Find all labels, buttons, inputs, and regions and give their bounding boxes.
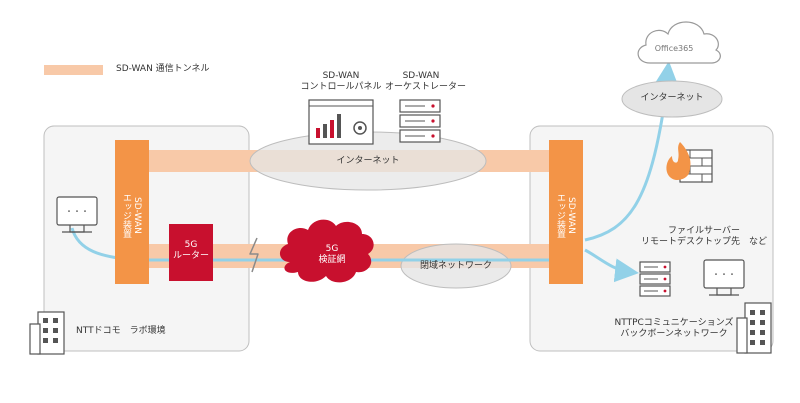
orchestrator-label: SD-WAN オーケストレーター [385, 71, 467, 92]
legend-swatch [44, 65, 103, 75]
cloud-icon [637, 21, 721, 64]
pc-icon-left: ・・・ [56, 196, 98, 233]
dashboard-icon [308, 99, 374, 145]
left-edge-label: SD-WAN エッジ装置 [121, 192, 142, 238]
right-edge-device [549, 140, 583, 284]
controller-panel-label: SD-WAN コントロールパネル [300, 71, 382, 92]
firewall-icon [666, 142, 713, 183]
left-edge-device [115, 140, 149, 284]
office365-label: Office365 [654, 44, 694, 53]
lightning-icon [249, 237, 259, 273]
left-site-name: NTTドコモ ラボ環境 [76, 326, 166, 336]
internet-ellipse-top [621, 80, 723, 118]
internet-label-mid: インターネット [336, 156, 400, 166]
servers-label: ファイルサーバー リモートデスクトップ先 など [640, 226, 767, 247]
svg-text:・・・: ・・・ [712, 270, 736, 279]
server-icon-orchestrator [399, 99, 441, 143]
building-icon-left [29, 311, 65, 355]
legend-label: SD-WAN 通信トンネル [116, 64, 210, 74]
closed-network-ellipse [400, 243, 512, 289]
verification-net-label: 5G 検証網 [318, 244, 346, 265]
closed-network-label: 閉域ネットワーク [419, 261, 492, 271]
right-site-name: NTTPCコミュニケーションズ バックボーンネットワーク [614, 318, 734, 339]
building-icon-right [736, 302, 772, 354]
svg-text:・・・: ・・・ [65, 207, 89, 216]
router-label: 5G ルーター [172, 240, 209, 261]
router-icon [169, 224, 213, 281]
internet-label-top: インターネット [640, 93, 704, 103]
right-edge-label: SD-WAN エッジ装置 [555, 192, 576, 238]
flow-line-servers [584, 248, 639, 283]
monitor-icon: ・・・ [703, 259, 745, 296]
verification-net-cloud [279, 219, 374, 283]
server-icon-right [639, 261, 671, 297]
